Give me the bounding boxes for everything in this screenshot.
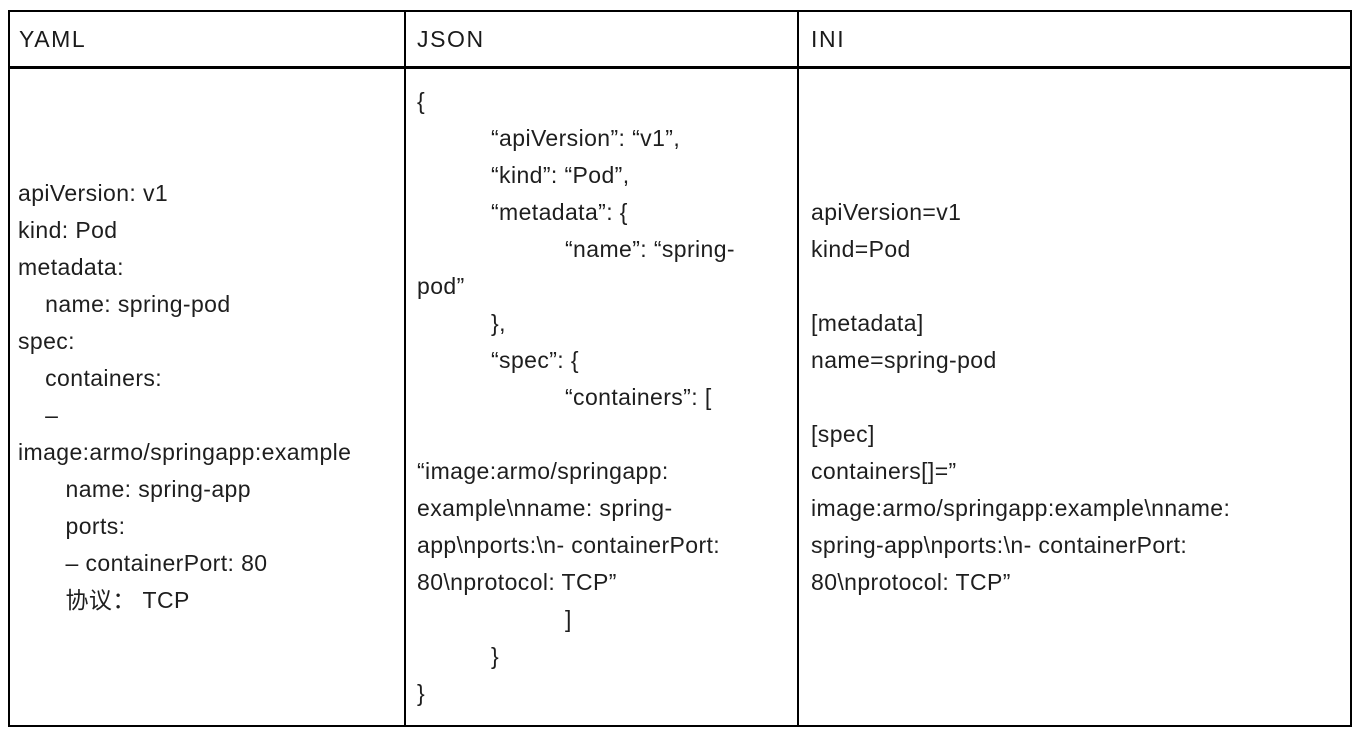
yaml-code-block: apiVersion: v1 kind: Pod metadata: name:…: [18, 180, 352, 613]
json-code-cell: { “apiVersion”: “v1”, “kind”: “Pod”, “me…: [404, 69, 797, 725]
json-code-block: { “apiVersion”: “v1”, “kind”: “Pod”, “me…: [417, 87, 735, 706]
column-header-ini: INI: [797, 12, 1350, 69]
column-header-json: JSON: [404, 12, 797, 69]
ini-code-block: apiVersion=v1 kind=Pod [metadata] name=s…: [811, 198, 1231, 595]
column-header-json-label: JSON: [417, 25, 485, 52]
format-comparison-table: YAML JSON INI apiVersion: v1 kind: Pod m…: [8, 10, 1352, 727]
column-header-yaml: YAML: [10, 12, 404, 69]
ini-code-cell: apiVersion=v1 kind=Pod [metadata] name=s…: [797, 69, 1350, 725]
yaml-code-cell: apiVersion: v1 kind: Pod metadata: name:…: [10, 69, 404, 725]
column-header-ini-label: INI: [811, 25, 846, 52]
column-header-yaml-label: YAML: [19, 25, 87, 52]
